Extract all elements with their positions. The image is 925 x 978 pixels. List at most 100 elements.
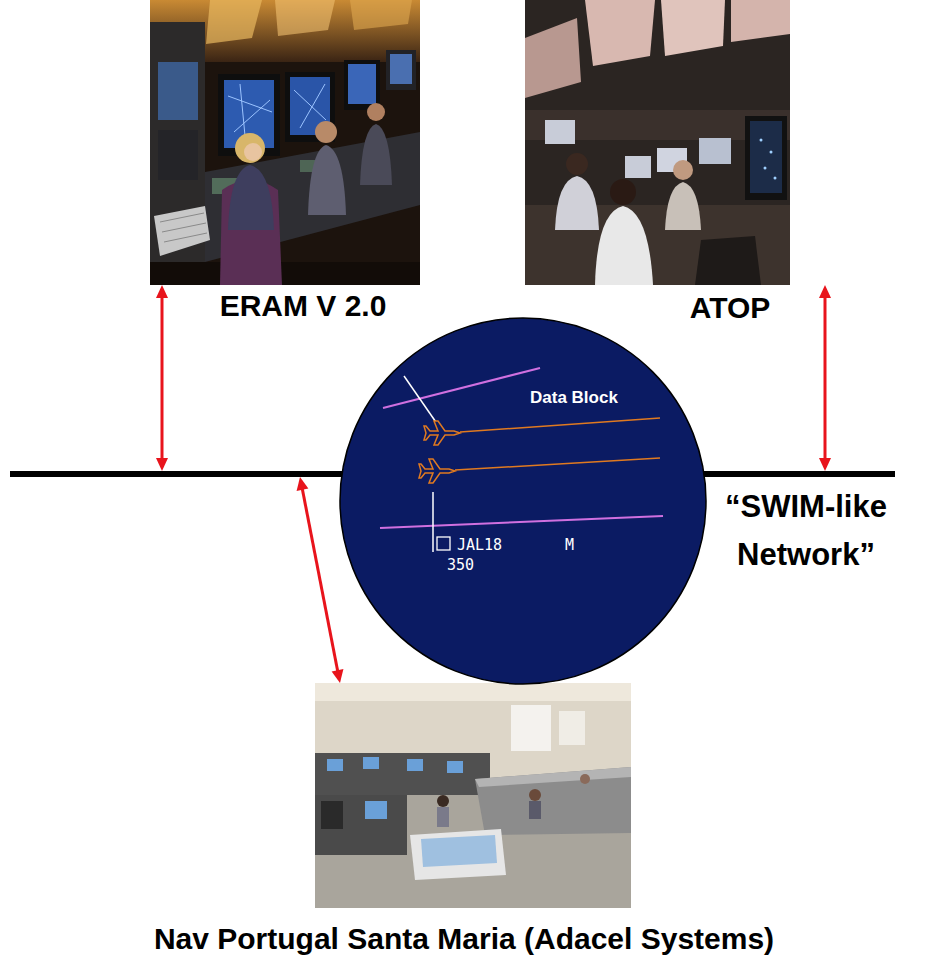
santa-maria-scene (315, 683, 631, 908)
arrow-head (819, 458, 831, 471)
atop-photo (525, 0, 790, 285)
illustration-shape (321, 801, 343, 829)
illustration-shape (228, 165, 274, 230)
illustration-shape (595, 206, 653, 285)
arrow-head (332, 669, 344, 683)
illustration-shape (566, 153, 588, 175)
arrow-head (156, 285, 168, 298)
photo-panel: ATOP (525, 0, 790, 285)
node-label: M (565, 536, 574, 554)
scope-outline (338, 316, 708, 686)
illustration-shape (235, 133, 265, 163)
illustration-shape (699, 138, 731, 164)
illustration-shape (750, 121, 782, 193)
illustration-shape (315, 753, 490, 795)
illustration-shape (760, 139, 763, 142)
double-arrow (156, 285, 168, 471)
illustration-shape (206, 0, 262, 44)
illustration-shape (673, 160, 693, 180)
illustration-shape (275, 0, 335, 36)
node-label: Nav Portugal Santa Maria (Adacel Systems… (154, 921, 774, 957)
illustration-shape (665, 182, 701, 230)
illustration-shape (770, 151, 773, 154)
illustration-shape (764, 167, 767, 170)
illustration-shape (585, 0, 655, 66)
illustration-shape (160, 213, 207, 242)
illustration-shape (555, 176, 599, 230)
leader-line (404, 376, 440, 428)
illustration-shape (344, 60, 380, 110)
illustration-shape (294, 84, 326, 128)
aircraft-symbol (419, 459, 455, 483)
node-label: ERAM V 2.0 (220, 288, 387, 324)
position-symbol (437, 537, 450, 550)
illustration-shape (475, 767, 631, 835)
illustration-shape (421, 835, 497, 867)
node-label: “SWIM-like Network” (691, 483, 921, 579)
illustration-shape (610, 179, 636, 205)
illustration-shape (367, 103, 385, 121)
illustration-shape (407, 759, 423, 771)
eram-scene (150, 0, 420, 285)
connector-line (824, 296, 827, 460)
illustration-shape (475, 767, 631, 787)
illustration-shape (695, 236, 761, 285)
illustration-shape (625, 156, 651, 178)
aircraft-symbol (424, 421, 460, 445)
illustration-shape (327, 759, 343, 771)
photo-panel: Nav Portugal Santa Maria (Adacel Systems… (315, 683, 631, 908)
illustration-shape (580, 774, 590, 784)
double-arrow (819, 285, 831, 471)
illustration-shape (154, 206, 210, 256)
illustration-shape (244, 143, 262, 161)
illustration-shape (350, 0, 412, 30)
track-line (460, 418, 660, 432)
illustration-shape (559, 711, 585, 745)
illustration-shape (731, 0, 790, 42)
route-line (380, 516, 663, 528)
illustration-shape (348, 64, 376, 104)
double-arrow (297, 477, 344, 683)
santa-maria-photo (315, 683, 631, 908)
atop-scene (525, 0, 790, 285)
illustration-shape (774, 177, 777, 180)
node-label: JAL18 (457, 536, 502, 554)
illustration-shape (158, 62, 198, 120)
illustration-shape (315, 121, 337, 143)
arrow-head (156, 458, 168, 471)
illustration-shape (308, 145, 346, 215)
illustration-shape (315, 795, 407, 855)
illustration-shape (386, 50, 416, 90)
illustration-shape (363, 757, 379, 769)
track-line (455, 458, 660, 470)
arrow-head (297, 477, 309, 491)
leader-line (432, 492, 434, 552)
illustration-shape (545, 120, 575, 144)
illustration-shape (525, 18, 581, 98)
photo-panel: ERAM V 2.0 (150, 0, 420, 285)
illustration-shape (437, 795, 449, 807)
node-label: Data Block (530, 388, 618, 408)
illustration-shape (390, 54, 412, 84)
illustration-shape (315, 683, 631, 701)
illustration-shape (410, 829, 506, 880)
illustration-shape (529, 801, 541, 819)
illustration-shape (365, 801, 387, 819)
node-label: ATOP (690, 290, 771, 326)
eram-photo (150, 0, 420, 285)
scope-disc (340, 318, 706, 684)
illustration-shape (360, 124, 392, 185)
arrow-head (819, 285, 831, 298)
illustration-shape (150, 262, 420, 285)
illustration-shape (529, 789, 541, 801)
illustration-shape (525, 0, 790, 285)
route-line (383, 368, 540, 408)
illustration-shape (745, 116, 787, 200)
illustration-shape (511, 705, 551, 751)
illustration-shape (158, 130, 198, 180)
illustration-shape (150, 0, 420, 285)
node-label: 350 (447, 556, 474, 574)
radar-scope: Data BlockJAL18 M 350 (338, 316, 708, 686)
illustration-shape (447, 761, 463, 773)
